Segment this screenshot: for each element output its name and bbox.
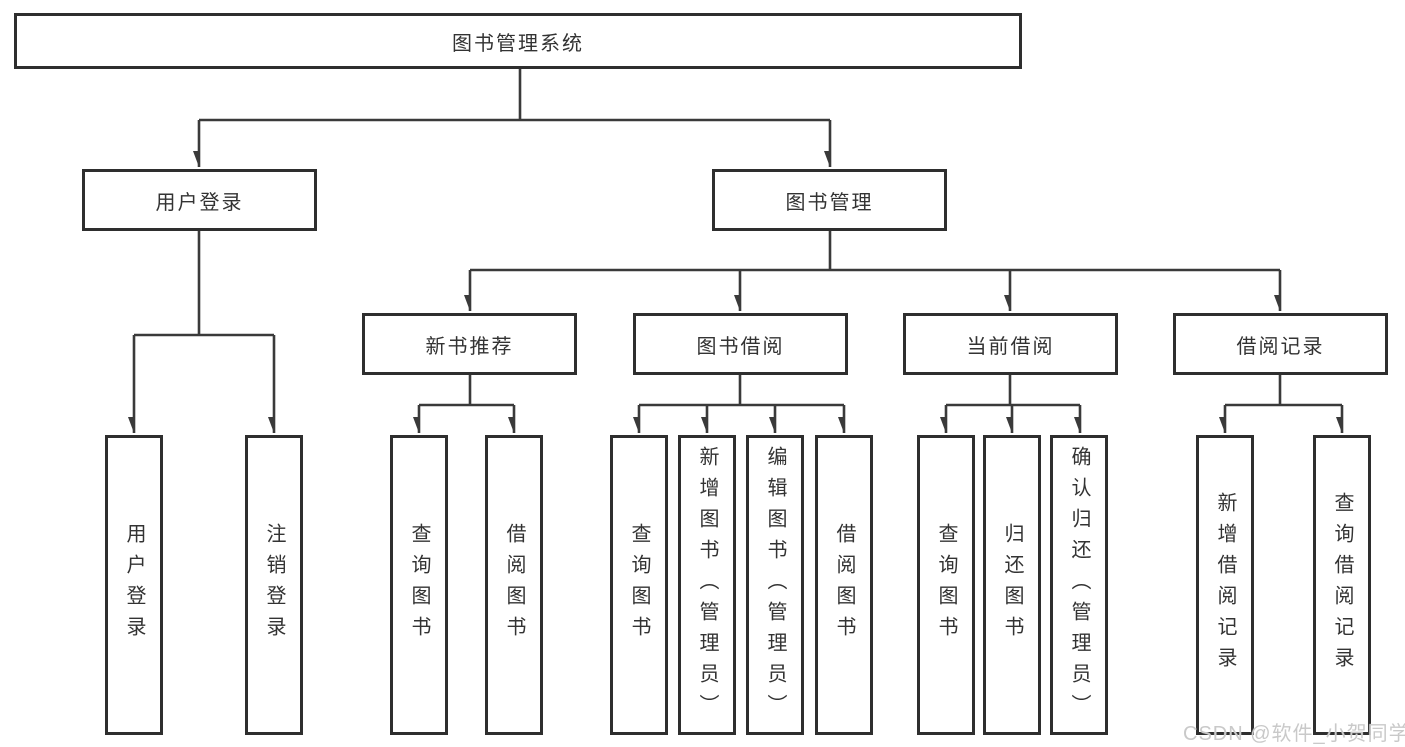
node-borrow-records: 借阅记录 [1173,313,1388,375]
node-label: 当前借阅 [966,335,1055,358]
connector-newbooks-bus [419,375,514,407]
leaf-add-borrow-record: 新增借阅记录 [1196,435,1254,735]
node-label: 图书借阅 [696,335,785,358]
connector-root-bus [199,69,830,122]
node-label: 用户登录 [123,523,145,647]
node-label: 新增图书（管理员） [696,445,718,725]
node-root-system: 图书管理系统 [14,13,1022,69]
csdn-watermark: CSDN @软件_小贺同学 [1183,723,1405,745]
leaf-borrow-books-recommend: 借阅图书 [485,435,543,735]
node-label: 查询图书 [628,523,650,647]
node-label: 新书推荐 [425,335,514,358]
node-label: 图书管理系统 [452,32,584,55]
node-label: 图书管理 [785,191,874,214]
connector-records-bus [1225,375,1342,407]
node-label: 查询借阅记录 [1331,492,1353,678]
node-label: 新增借阅记录 [1214,492,1236,678]
leaf-query-borrow-record: 查询借阅记录 [1313,435,1371,735]
leaf-logout: 注销登录 [245,435,303,735]
node-label: 注销登录 [263,523,285,647]
leaf-borrow-books: 借阅图书 [815,435,873,735]
node-label: 查询图书 [408,523,430,647]
leaf-add-book-admin: 新增图书（管理员） [678,435,736,735]
leaf-return-book: 归还图书 [983,435,1041,735]
node-user-login: 用户登录 [82,169,317,231]
node-new-book-recommend: 新书推荐 [362,313,577,375]
node-label: 用户登录 [155,191,244,214]
node-current-borrow: 当前借阅 [903,313,1118,375]
node-book-borrow: 图书借阅 [633,313,848,375]
node-label: 借阅图书 [833,523,855,647]
node-label: 借阅记录 [1236,335,1325,358]
node-label: 归还图书 [1001,523,1023,647]
node-label: 借阅图书 [503,523,525,647]
node-label: 编辑图书（管理员） [764,445,786,725]
connector-bookmgmt-bus [470,231,1280,272]
connector-userlogin-bus [134,231,274,337]
node-book-management: 图书管理 [712,169,947,231]
leaf-query-books-recommend: 查询图书 [390,435,448,735]
leaf-query-books-current: 查询图书 [917,435,975,735]
connector-borrow-bus [639,375,844,407]
node-label: 查询图书 [935,523,957,647]
leaf-user-login: 用户登录 [105,435,163,735]
node-label: 确认归还（管理员） [1068,445,1090,725]
leaf-edit-book-admin: 编辑图书（管理员） [746,435,804,735]
leaf-confirm-return-admin: 确认归还（管理员） [1050,435,1108,735]
leaf-query-books-borrow: 查询图书 [610,435,668,735]
connector-current-bus [946,375,1080,407]
